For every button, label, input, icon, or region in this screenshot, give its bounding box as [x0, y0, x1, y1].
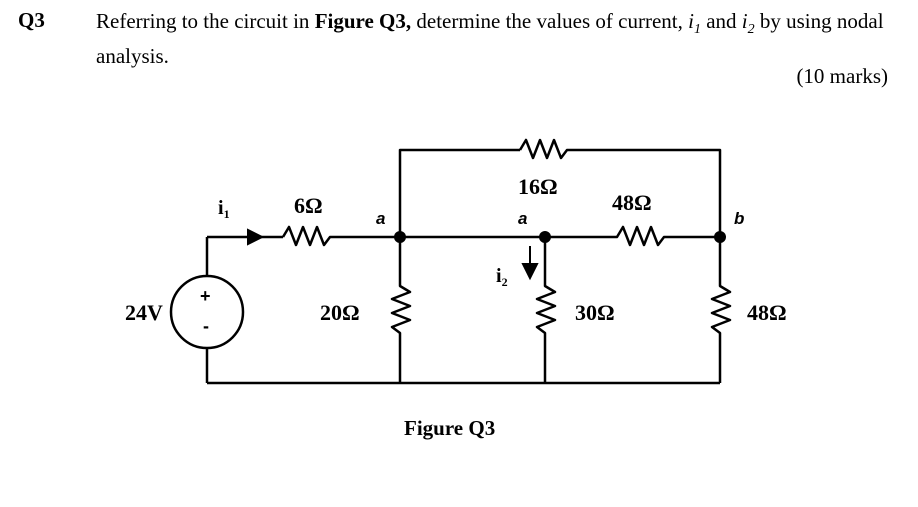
resistor-48ohm-top-label: 48Ω	[612, 190, 652, 215]
i1-symbol: i	[688, 9, 694, 33]
resistor-20ohm	[390, 237, 412, 383]
current-i1-label: i1	[218, 197, 230, 221]
wire-node-a-up	[398, 148, 520, 237]
resistor-16ohm-label: 16Ω	[518, 174, 558, 199]
resistor-16ohm	[518, 138, 722, 237]
voltage-source	[169, 274, 245, 350]
i2-subscript: 2	[747, 22, 755, 38]
i1-subscript: 1	[693, 22, 701, 38]
node-a2-label: a	[518, 209, 527, 228]
node-b-dot	[714, 231, 726, 243]
source-voltage-label: 24V	[125, 300, 163, 325]
resistor-20ohm-label: 20Ω	[320, 300, 360, 325]
resistor-48ohm-right-label: 48Ω	[747, 300, 787, 325]
question-number: Q3	[18, 8, 45, 32]
source-plus: +	[200, 286, 211, 306]
and-word: and	[700, 9, 742, 33]
question-text-part2: determine the values of current,	[411, 9, 689, 33]
question-text-part1: Referring to the circuit in	[96, 9, 315, 33]
resistor-30ohm	[535, 237, 557, 383]
node-a-dot	[394, 231, 406, 243]
current-arrow-i2	[521, 246, 539, 281]
figure-caption: Figure Q3	[404, 416, 496, 440]
question-text-part3: by using nodal analysis.	[96, 9, 884, 69]
marks-label: (10 marks)	[796, 64, 888, 88]
node-a2-dot	[539, 231, 551, 243]
i2-symbol: i	[741, 9, 748, 33]
question-text: Referring to the circuit in Figure Q3, d…	[96, 8, 896, 69]
resistor-6ohm-label: 6Ω	[294, 193, 323, 218]
source-minus: -	[203, 316, 209, 336]
current-i2-label: i2	[496, 265, 508, 289]
current-arrow-i1	[222, 228, 265, 246]
resistor-30ohm-label: 30Ω	[575, 300, 615, 325]
resistor-48ohm-right	[710, 237, 732, 383]
resistor-48ohm-top	[545, 225, 720, 247]
resistor-6ohm	[281, 225, 400, 247]
figure-reference: Figure Q3,	[314, 9, 412, 33]
node-b-label: b	[734, 209, 744, 228]
node-a-label: a	[376, 209, 385, 228]
